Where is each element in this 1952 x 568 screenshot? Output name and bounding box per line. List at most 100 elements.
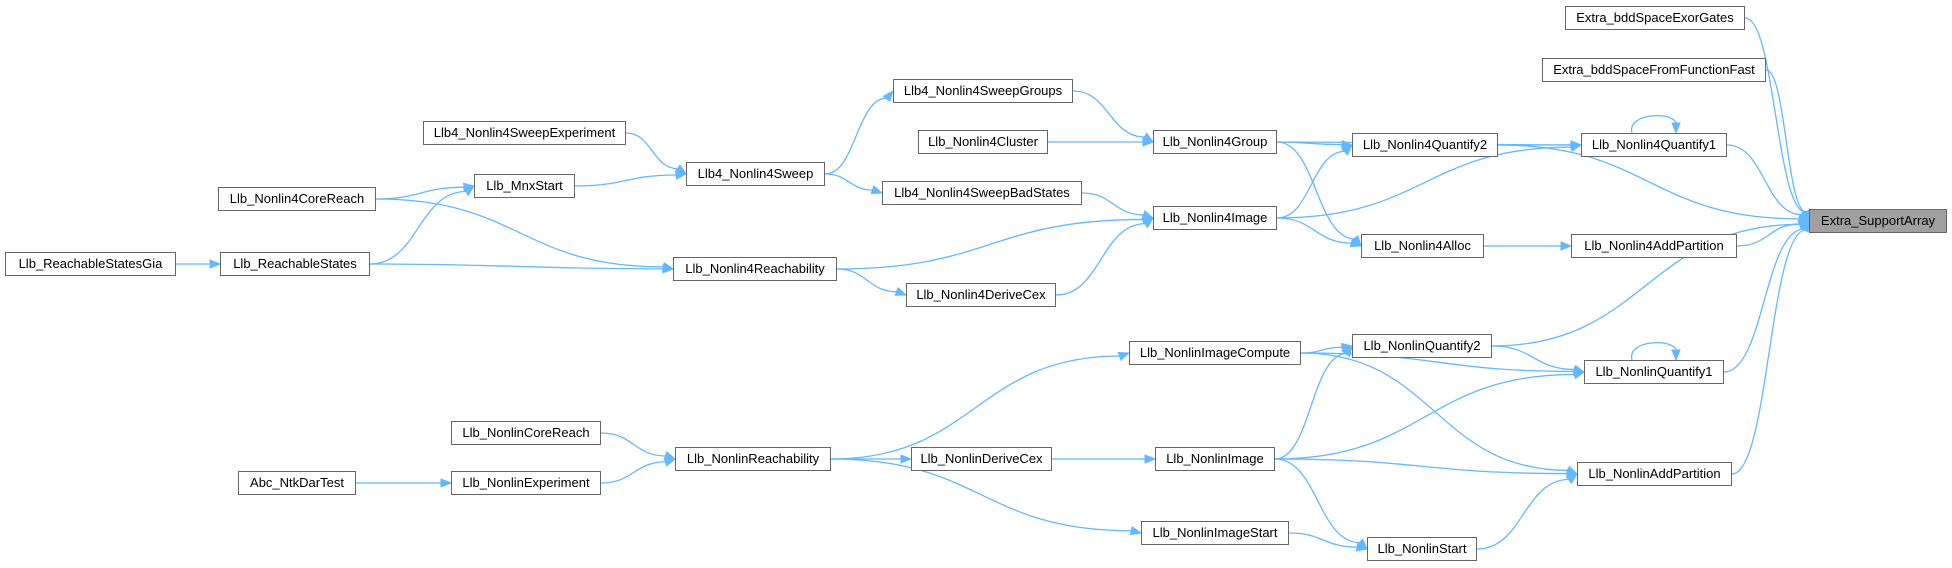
arrowhead-4alloc-to-4ap xyxy=(1560,241,1573,251)
node-llb-nonlin4quantify1[interactable]: Llb_Nonlin4Quantify1 xyxy=(1581,133,1727,157)
node-llb-reachablestatesgia[interactable]: Llb_ReachableStatesGia xyxy=(5,252,176,276)
node-llb-nonlin4addpartition[interactable]: Llb_Nonlin4AddPartition xyxy=(1571,234,1737,258)
edge-nimg-to-nq1 xyxy=(1274,373,1576,460)
arrowhead-nreach-to-ndc xyxy=(900,454,913,464)
edge-grp-to-4alloc xyxy=(1276,141,1356,240)
edge-nap-to-root xyxy=(1731,228,1807,475)
node-llb-nonlin4corereach[interactable]: Llb_Nonlin4CoreReach xyxy=(218,187,376,211)
arrowhead-nis-to-ns xyxy=(1355,542,1369,552)
arrowhead-nexp-to-nreach xyxy=(663,457,677,467)
edge-4cr-to-4reach xyxy=(375,198,665,268)
edge-nq2-to-root xyxy=(1491,223,1801,347)
node-llb-nonlinimagestart[interactable]: Llb_NonlinImageStart xyxy=(1141,521,1289,545)
edge-4img-to-q41 xyxy=(1276,146,1573,219)
arrowhead-abc-to-nexp xyxy=(440,478,453,488)
node-llb-nonlin4quantify2[interactable]: Llb_Nonlin4Quantify2 xyxy=(1352,133,1498,157)
edge-sw-to-sg xyxy=(824,97,888,175)
edge-nimg-to-nq2 xyxy=(1274,352,1347,460)
edge-nexp-to-nreach xyxy=(600,461,667,484)
node-llb-nonlinexperiment[interactable]: Llb_NonlinExperiment xyxy=(451,471,601,495)
edge-q41-to-q41 xyxy=(1631,115,1677,134)
arrowhead-sw-to-sg xyxy=(882,89,894,103)
edge-4img-to-q42 xyxy=(1276,150,1346,219)
edge-nic-to-nap xyxy=(1300,352,1569,472)
edge-ncr-to-nreach xyxy=(600,432,667,457)
edge-sbs-to-4img xyxy=(1081,192,1145,216)
edge-nq1-to-root xyxy=(1723,228,1805,373)
arrowhead-rs-to-4reach xyxy=(662,264,675,274)
arrowhead-nic-to-nap xyxy=(1565,465,1579,475)
edge-rs-to-4reach xyxy=(369,263,665,270)
arrowhead-4img-to-q42 xyxy=(1341,144,1353,156)
node-llb-nonlinaddpartition[interactable]: Llb_NonlinAddPartition xyxy=(1577,462,1732,486)
node-llb-nonlinderivecex[interactable]: Llb_NonlinDeriveCex xyxy=(911,447,1052,471)
edge-4reach-to-4img xyxy=(836,218,1145,270)
edge-4dc-to-4img xyxy=(1055,222,1146,296)
node-extra-bddspacefromfunctionfast[interactable]: Extra_bddSpaceFromFunctionFast xyxy=(1542,58,1766,82)
node-extra-supportarray[interactable]: Extra_SupportArray xyxy=(1809,209,1947,233)
node-llb-nonlincorereach[interactable]: Llb_NonlinCoreReach xyxy=(451,421,601,445)
node-llb-nonlin4image[interactable]: Llb_Nonlin4Image xyxy=(1153,206,1277,230)
edge-mnx-to-sw xyxy=(574,174,678,187)
arrowhead-sw-to-sbs xyxy=(870,185,884,195)
node-llb-nonlin4alloc[interactable]: Llb_Nonlin4Alloc xyxy=(1361,234,1484,258)
edge-nimg-to-nap xyxy=(1274,458,1569,475)
arrowhead-nq1-to-nq1 xyxy=(1671,349,1681,362)
arrowhead-q41-to-q41 xyxy=(1671,122,1681,135)
edge-nq2-to-nq1 xyxy=(1491,345,1576,371)
node-llb-nonlin4cluster[interactable]: Llb_Nonlin4Cluster xyxy=(918,130,1048,154)
edge-nreach-to-nic xyxy=(830,355,1121,460)
edge-spff-to-root xyxy=(1765,69,1807,213)
node-llb-reachablestates[interactable]: Llb_ReachableStates xyxy=(220,252,370,276)
node-llb4-nonlin4sweepexperiment[interactable]: Llb4_Nonlin4SweepExperiment xyxy=(423,121,626,145)
edge-sexp-to-sw xyxy=(625,132,679,170)
edge-4reach-to-4dc xyxy=(836,268,898,293)
edge-sw-to-sbs xyxy=(824,173,874,191)
arrowhead-mnx-to-sw xyxy=(675,170,688,180)
node-abc-ntkdartest[interactable]: Abc_NtkDarTest xyxy=(238,471,356,495)
node-llb4-nonlin4sweepbadstates[interactable]: Llb4_Nonlin4SweepBadStates xyxy=(882,181,1082,205)
node-llb-nonlinimage[interactable]: Llb_NonlinImage xyxy=(1155,447,1275,471)
edge-nic-to-nq2 xyxy=(1300,346,1344,354)
edge-nis-to-ns xyxy=(1288,532,1359,548)
arrowhead-4reach-to-4dc xyxy=(894,286,908,296)
node-llb-nonlinquantify2[interactable]: Llb_NonlinQuantify2 xyxy=(1352,334,1492,358)
arrowhead-nimg-to-nq2 xyxy=(1342,344,1353,358)
node-llb-mnxstart[interactable]: Llb_MnxStart xyxy=(474,174,575,198)
node-llb-nonlinquantify1[interactable]: Llb_NonlinQuantify1 xyxy=(1584,360,1724,384)
node-llb-nonlin4group[interactable]: Llb_Nonlin4Group xyxy=(1153,130,1277,154)
edge-nimg-to-ns xyxy=(1274,458,1361,544)
edge-nreach-to-nis xyxy=(830,458,1133,532)
edge-4cr-to-mnx xyxy=(375,186,466,200)
arrowhead-nreach-to-nis xyxy=(1129,525,1143,536)
edge-q41-to-root xyxy=(1726,144,1803,216)
node-extra-bddspaceexorgates[interactable]: Extra_bddSpaceExorGates xyxy=(1565,6,1745,30)
arrowhead-cl-to-grp xyxy=(1142,137,1155,147)
arrowhead-4img-to-q41 xyxy=(1569,142,1583,153)
arrowhead-nimg-to-nq1 xyxy=(1572,370,1586,380)
node-llb4-nonlin4sweep[interactable]: Llb4_Nonlin4Sweep xyxy=(686,162,825,186)
arrowhead-ndc-to-nimg xyxy=(1144,454,1157,464)
arrowhead-nreach-to-nic xyxy=(1117,352,1131,361)
arrowhead-rs-to-mnx xyxy=(462,185,476,197)
node-llb4-nonlin4sweepgroups[interactable]: Llb4_Nonlin4SweepGroups xyxy=(893,79,1073,103)
edge-rs-to-mnx xyxy=(369,190,467,265)
edge-exor-to-root xyxy=(1744,17,1807,214)
node-llb-nonlinimagecompute[interactable]: Llb_NonlinImageCompute xyxy=(1129,341,1301,365)
node-llb-nonlin4derivecex[interactable]: Llb_Nonlin4DeriveCex xyxy=(906,283,1056,307)
edge-q42-to-root xyxy=(1497,144,1801,220)
edge-grp-to-q42 xyxy=(1276,141,1344,146)
edge-4img-to-4alloc xyxy=(1276,217,1353,244)
arrowhead-4dc-to-4img xyxy=(1141,217,1155,229)
arrowhead-ns-to-nap xyxy=(1565,473,1579,485)
arrowhead-4img-to-4alloc xyxy=(1349,238,1363,248)
edge-sg-to-grp xyxy=(1072,90,1146,138)
arrowhead-rsg-to-rs xyxy=(209,259,222,269)
node-llb-nonlinstart[interactable]: Llb_NonlinStart xyxy=(1367,537,1477,561)
node-llb-nonlinreachability[interactable]: Llb_NonlinReachability xyxy=(675,447,831,471)
node-llb-nonlin4reachability[interactable]: Llb_Nonlin4Reachability xyxy=(673,257,837,281)
edge-nq1-to-nq1 xyxy=(1631,342,1677,361)
edge-ns-to-nap xyxy=(1476,478,1570,550)
